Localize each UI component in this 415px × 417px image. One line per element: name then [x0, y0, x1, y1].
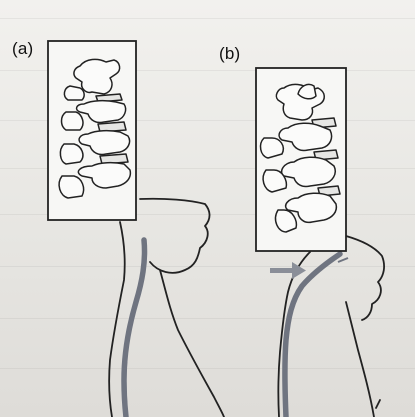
spine-curve-a: [124, 240, 145, 417]
vertebrae-inset-a: [48, 41, 136, 220]
vertebrae-inset-b: [256, 68, 346, 251]
